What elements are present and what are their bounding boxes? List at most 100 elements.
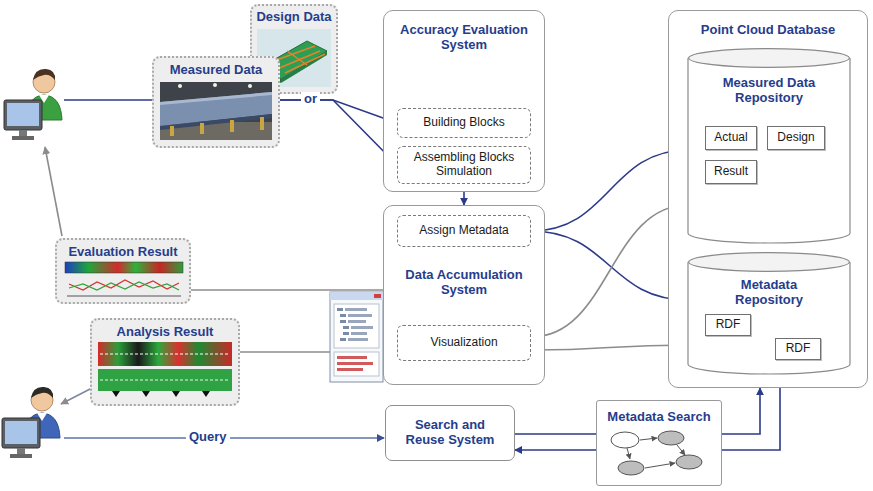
system-box: Accuracy Evaluation SystemBuilding Block… bbox=[383, 10, 545, 192]
analysis-result-image bbox=[142, 391, 150, 397]
software-screenshot bbox=[337, 362, 373, 365]
user-icon bbox=[10, 454, 32, 458]
software-screenshot bbox=[340, 320, 346, 323]
node-text: RDF bbox=[778, 342, 818, 356]
software-screenshot bbox=[345, 308, 367, 311]
analysis-result-image bbox=[98, 342, 232, 398]
metadata-graph-icon bbox=[627, 448, 630, 459]
node-text: Assign Metadata bbox=[401, 224, 527, 238]
software-screenshot bbox=[334, 352, 379, 376]
measured-girder-photo bbox=[160, 114, 272, 130]
user-icon bbox=[19, 130, 27, 136]
node-text: Visualization bbox=[401, 336, 527, 350]
software-screenshot bbox=[334, 304, 379, 348]
user-icon bbox=[4, 69, 62, 140]
user-icon bbox=[31, 387, 53, 398]
node-text: Assembling Blocks Simulation bbox=[401, 151, 527, 179]
metadata-graph-icon bbox=[640, 438, 657, 440]
evaluation-result-image bbox=[65, 262, 183, 273]
evaluation-result-image bbox=[69, 282, 179, 290]
database-box: Point Cloud DatabaseMeasured Data Reposi… bbox=[668, 10, 868, 388]
evaluation-result-image bbox=[69, 280, 179, 290]
software-screenshot bbox=[351, 332, 367, 335]
node-text: Measured Data bbox=[158, 63, 274, 78]
measured-girder-photo bbox=[178, 84, 182, 88]
node-text: Measured Data Repository bbox=[707, 76, 831, 106]
process-step-box: Assembling Blocks Simulation bbox=[397, 146, 531, 184]
node-text: Evaluation Result bbox=[61, 245, 185, 260]
measured-girder-photo bbox=[230, 120, 234, 132]
software-screenshot bbox=[374, 294, 381, 298]
document-icon: RDF bbox=[705, 314, 751, 336]
result-box: Analysis Result bbox=[90, 318, 240, 406]
node-text: Building Blocks bbox=[401, 116, 527, 130]
measured-girder-photo bbox=[200, 123, 204, 134]
metadata-graph-icon bbox=[611, 432, 639, 448]
measured-girder-photo bbox=[213, 83, 217, 87]
software-screenshot bbox=[340, 314, 346, 317]
evaluation-result-image bbox=[67, 296, 181, 297]
cylinder-top bbox=[689, 49, 850, 68]
connector-arrow bbox=[531, 231, 688, 300]
node-text: Design Data bbox=[255, 10, 333, 25]
metadata-graph-icon bbox=[658, 431, 684, 445]
connector-arrow bbox=[531, 345, 688, 350]
connector-arrow bbox=[531, 150, 688, 231]
analysis-result-image bbox=[100, 354, 230, 355]
search-box: Metadata Search bbox=[596, 400, 722, 486]
software-screenshot bbox=[348, 314, 372, 317]
analysis-result-image bbox=[98, 342, 232, 366]
software-screenshot bbox=[343, 332, 349, 335]
metadata-graph-icon bbox=[605, 428, 711, 478]
software-screenshot bbox=[337, 356, 367, 359]
process-step-box: Visualization bbox=[397, 325, 531, 361]
software-screenshot bbox=[348, 338, 368, 341]
software-screenshot bbox=[330, 292, 383, 382]
user-icon bbox=[2, 418, 40, 448]
node-text: Metadata Repository bbox=[707, 278, 831, 308]
repository-cylinder: Metadata RepositoryRDF RDF bbox=[688, 252, 850, 374]
analysis-result-image bbox=[98, 369, 232, 391]
document-icon: Design bbox=[767, 126, 825, 150]
software-screenshot bbox=[337, 308, 343, 311]
evaluation-result-image bbox=[63, 260, 185, 298]
metadata-graph-icon bbox=[676, 455, 702, 469]
document-icon: Actual bbox=[705, 126, 757, 150]
node-text: Metadata Search bbox=[601, 410, 717, 425]
software-screenshot bbox=[330, 292, 383, 382]
software-screenshot bbox=[340, 338, 346, 341]
result-to-user-arrow bbox=[61, 388, 92, 404]
cylinder-outline bbox=[688, 252, 850, 374]
process-step-box: Building Blocks bbox=[397, 108, 531, 138]
measured-girder-photo bbox=[160, 82, 272, 140]
software-screenshot bbox=[337, 368, 363, 371]
software-screenshot bbox=[348, 320, 366, 323]
analysis-result-image bbox=[100, 380, 230, 381]
connector-arrow bbox=[463, 192, 465, 205]
metadata-graph-icon bbox=[618, 461, 644, 475]
software-screenshot bbox=[330, 292, 383, 300]
node-text: RDF bbox=[708, 318, 748, 332]
node-text: Accuracy Evaluation System bbox=[389, 23, 539, 53]
node-text: Actual bbox=[708, 131, 754, 145]
analysis-result-image bbox=[202, 391, 210, 397]
process-step-box: Assign Metadata bbox=[397, 215, 531, 247]
branch-word: or bbox=[301, 92, 320, 107]
metadata-graph-icon bbox=[677, 445, 685, 455]
user-icon bbox=[7, 103, 39, 126]
node-text: Data Accumulation System bbox=[389, 268, 539, 298]
software-screenshot bbox=[343, 326, 349, 329]
input-data-box: Measured Data bbox=[152, 56, 280, 148]
system-box: Data Accumulation System Assign MetadataV… bbox=[383, 205, 545, 385]
cylinder-body bbox=[688, 262, 850, 374]
analysis-result-image bbox=[172, 391, 180, 397]
user-icon bbox=[17, 448, 25, 454]
user-icon bbox=[12, 136, 34, 140]
branch-word: or bbox=[301, 92, 320, 107]
measured-girder-photo bbox=[248, 84, 252, 88]
connector-arrow bbox=[280, 100, 397, 165]
result-to-user-arrow bbox=[45, 147, 62, 236]
